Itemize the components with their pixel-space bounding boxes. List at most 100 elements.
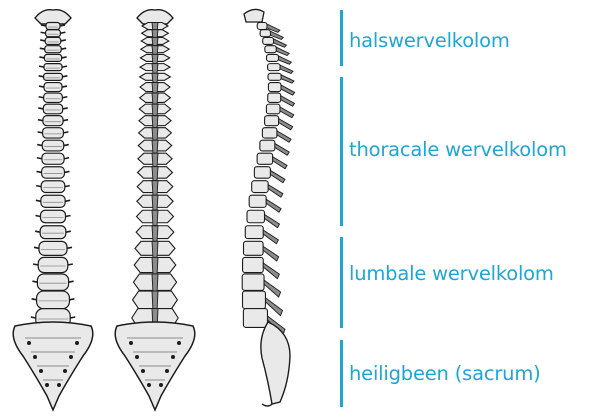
vertebral-body — [268, 93, 281, 102]
atlas — [137, 10, 173, 24]
vertebral-body — [266, 104, 280, 114]
vertebra — [46, 30, 61, 37]
vertebra — [38, 257, 68, 272]
spinous-process — [152, 274, 158, 293]
vertebra — [42, 167, 65, 178]
transverse-process — [70, 317, 75, 318]
transverse-process — [40, 48, 45, 49]
spinous-process — [279, 119, 293, 130]
transverse-process — [65, 200, 70, 201]
spinous-process — [281, 85, 295, 95]
vertebral-body — [242, 274, 264, 290]
sacral-foramen — [45, 383, 49, 387]
spinous-process — [152, 241, 158, 258]
vertebra — [43, 116, 63, 126]
sacral-foramen — [33, 355, 37, 359]
vertebral-body — [243, 291, 266, 309]
spinous-process — [280, 65, 293, 73]
transverse-process — [62, 76, 67, 77]
transverse-process — [37, 158, 42, 159]
transverse-process — [34, 247, 39, 248]
transverse-process — [32, 281, 37, 282]
transverse-process — [62, 97, 67, 98]
transverse-process — [60, 32, 65, 33]
transverse-process — [66, 215, 71, 216]
vertebra — [41, 181, 65, 193]
vertebral-body — [263, 37, 274, 44]
transverse-process — [63, 108, 68, 109]
sacral-foramen — [165, 369, 169, 373]
sacral-foramen — [141, 369, 145, 373]
spinous-process — [152, 116, 158, 129]
spinous-process — [152, 226, 158, 242]
vertebra — [45, 37, 61, 44]
transverse-process — [39, 57, 44, 58]
sacral-foramen — [63, 369, 67, 373]
vertebra — [44, 83, 62, 92]
vertebral-body — [244, 241, 264, 255]
vertebra — [42, 153, 64, 164]
transverse-process — [41, 32, 46, 33]
vertebra — [41, 210, 66, 223]
vertebral-body — [257, 153, 273, 164]
vertebra — [37, 291, 70, 309]
transverse-process — [35, 231, 40, 232]
transverse-process — [63, 132, 68, 133]
transverse-process — [60, 25, 65, 26]
sacral-bracket — [340, 340, 343, 407]
vertebral-body — [243, 309, 267, 328]
vertebra — [45, 46, 61, 53]
vertebral-body — [243, 257, 264, 272]
coccyx — [262, 404, 272, 406]
vertebral-body — [260, 140, 275, 151]
vertebral-body — [247, 210, 265, 223]
transverse-process — [63, 120, 68, 121]
vertebra — [46, 23, 60, 30]
transverse-process — [62, 66, 67, 67]
transverse-process — [32, 299, 37, 300]
vertebral-body — [265, 46, 276, 53]
spinous-process — [279, 56, 292, 64]
vertebral-body — [262, 128, 277, 138]
thoracic-label: thoracale wervelkolom — [349, 138, 567, 162]
spinous-process — [270, 170, 285, 182]
transverse-process — [62, 86, 67, 87]
transverse-process — [39, 97, 44, 98]
vertebral-body — [254, 167, 270, 178]
vertebra — [40, 226, 66, 239]
lumbar-label: lumbale wervelkolom — [349, 262, 554, 286]
sacrum — [261, 322, 290, 404]
spinous-process — [281, 75, 294, 83]
transverse-process — [38, 108, 43, 109]
sacral-foramen — [129, 341, 133, 345]
spinous-process — [265, 214, 280, 227]
spinous-process — [268, 185, 283, 198]
vertebral-body — [260, 30, 270, 37]
lumbar-bracket — [340, 237, 343, 328]
transverse-process — [69, 281, 74, 282]
transverse-process — [61, 48, 66, 49]
spinous-process — [152, 64, 158, 74]
spinous-process — [152, 210, 158, 226]
spine-lateral-view — [242, 9, 294, 406]
transverse-process — [39, 86, 44, 87]
vertebra — [37, 274, 68, 290]
spinous-process — [152, 181, 158, 196]
spinous-process — [263, 230, 278, 244]
transverse-process — [64, 145, 69, 146]
spinous-process — [152, 73, 158, 83]
vertebral-body — [268, 73, 281, 80]
spinous-process — [152, 153, 158, 167]
transverse-process — [41, 25, 46, 26]
spinous-process — [152, 128, 158, 141]
vertebra — [44, 93, 63, 102]
sacral-label: heiligbeen (sacrum) — [349, 362, 541, 386]
vertebral-body — [252, 181, 269, 193]
transverse-process — [61, 40, 66, 41]
sacral-foramen — [171, 355, 175, 359]
atlas — [244, 9, 264, 22]
spinous-process — [152, 167, 158, 181]
vertebral-body — [245, 226, 263, 239]
sacral-foramen — [75, 341, 79, 345]
